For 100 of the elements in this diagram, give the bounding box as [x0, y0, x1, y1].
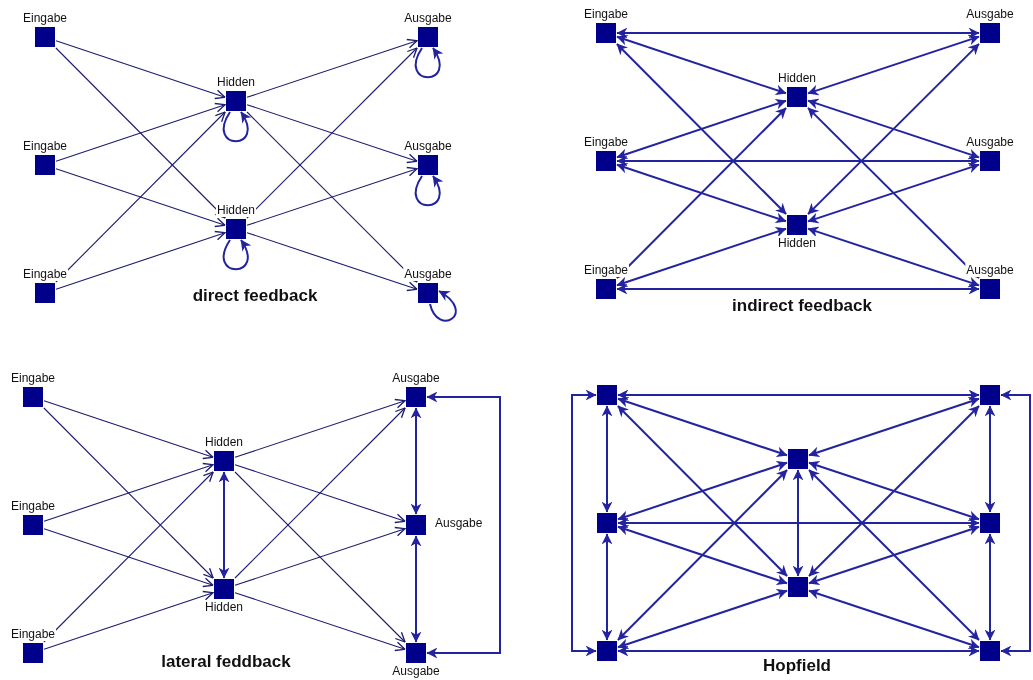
- arrow: [426, 391, 501, 659]
- arrow: [246, 47, 418, 219]
- diagram-caption: lateral feddback: [161, 652, 291, 672]
- neuron-square: [597, 641, 617, 661]
- arrow: [617, 588, 788, 650]
- node-label: Ausgabe: [965, 7, 1015, 21]
- arrow: [615, 43, 788, 215]
- self-loop-arrow: [429, 290, 457, 322]
- node-label: Ausgabe: [403, 139, 453, 153]
- arrow: [410, 407, 422, 515]
- node-label: Hidden: [777, 236, 817, 250]
- arrow: [410, 535, 422, 643]
- node-label: Eingabe: [10, 499, 56, 513]
- node-label: Eingabe: [583, 7, 629, 21]
- self-loop-arrow: [222, 239, 251, 271]
- arrow: [43, 400, 214, 460]
- arrow: [807, 106, 980, 280]
- node-label: Eingabe: [583, 263, 629, 277]
- node-label: Ausgabe: [391, 371, 441, 385]
- neuron-square: [980, 513, 1000, 533]
- arrow: [55, 102, 226, 162]
- node-label: Hidden: [216, 75, 256, 89]
- arrow: [615, 107, 788, 279]
- neuron-square: [788, 577, 808, 597]
- node-label: Ausgabe: [965, 135, 1015, 149]
- arrow: [807, 42, 980, 216]
- arrow: [984, 533, 996, 641]
- node-label: Ausgabe: [391, 664, 441, 678]
- neuron-square: [597, 513, 617, 533]
- arrow: [55, 40, 226, 100]
- arrow: [807, 34, 980, 96]
- arrow: [984, 405, 996, 513]
- arrow: [571, 389, 597, 657]
- arrow: [601, 533, 613, 641]
- self-loop-arrow: [414, 175, 443, 207]
- arrow: [617, 396, 788, 458]
- arrow: [616, 226, 787, 288]
- arrow: [807, 226, 980, 288]
- neuron-square: [980, 641, 1000, 661]
- arrow: [1000, 389, 1031, 657]
- node-label: Eingabe: [583, 135, 629, 149]
- neuron-square: [788, 449, 808, 469]
- diagram-caption: direct feedback: [192, 286, 318, 306]
- diagram-caption: Hopfield: [763, 656, 831, 676]
- arrow: [246, 111, 418, 283]
- arrow: [234, 526, 406, 586]
- arrow: [616, 162, 787, 224]
- node-label: Hidden: [204, 600, 244, 614]
- node-label: Eingabe: [22, 139, 68, 153]
- arrow: [807, 98, 980, 160]
- arrow: [808, 588, 980, 650]
- node-label: Ausgabe: [403, 267, 453, 281]
- arrow: [43, 462, 214, 522]
- arrow: [234, 398, 406, 458]
- node-label: Ausgabe: [965, 263, 1015, 277]
- arrow: [234, 407, 406, 579]
- arrow: [808, 405, 980, 577]
- node-label: Eingabe: [10, 371, 56, 385]
- arrow: [616, 98, 787, 160]
- node-label: Eingabe: [22, 11, 68, 25]
- arrow: [808, 460, 980, 522]
- arrow: [808, 469, 980, 641]
- self-loop-arrow: [414, 47, 443, 79]
- arrow: [234, 464, 406, 524]
- diagram-caption: indirect feedback: [732, 296, 872, 316]
- arrow: [246, 38, 418, 98]
- self-loop-arrow: [222, 111, 251, 143]
- arrow: [234, 592, 406, 652]
- arrow: [617, 460, 788, 522]
- arrow: [616, 27, 980, 39]
- arrow: [246, 232, 418, 292]
- arrow: [601, 405, 613, 513]
- node-label: Eingabe: [10, 627, 56, 641]
- node-label: Hidden: [216, 203, 256, 217]
- arrow: [616, 283, 980, 295]
- neuron-square: [597, 385, 617, 405]
- node-label: Hidden: [777, 71, 817, 85]
- arrow: [246, 104, 418, 164]
- node-label: Ausgabe: [403, 11, 453, 25]
- node-label: Ausgabe: [434, 516, 484, 530]
- arrow: [807, 162, 980, 224]
- node-label: Hidden: [204, 435, 244, 449]
- arrow: [218, 471, 230, 579]
- arrow: [43, 407, 214, 579]
- arrow: [246, 166, 418, 226]
- arrow: [616, 34, 787, 96]
- arrow: [43, 590, 214, 650]
- arrow: [617, 524, 788, 586]
- arrow: [808, 396, 980, 458]
- arrow: [55, 230, 226, 290]
- arrow: [55, 47, 226, 219]
- arrow: [617, 517, 980, 529]
- arrow: [617, 645, 980, 657]
- arrow: [55, 168, 226, 228]
- arrow: [55, 111, 226, 283]
- arrow: [808, 524, 980, 586]
- arrow: [234, 471, 406, 643]
- arrow: [616, 469, 789, 641]
- node-label: Eingabe: [22, 267, 68, 281]
- arrow: [792, 469, 804, 577]
